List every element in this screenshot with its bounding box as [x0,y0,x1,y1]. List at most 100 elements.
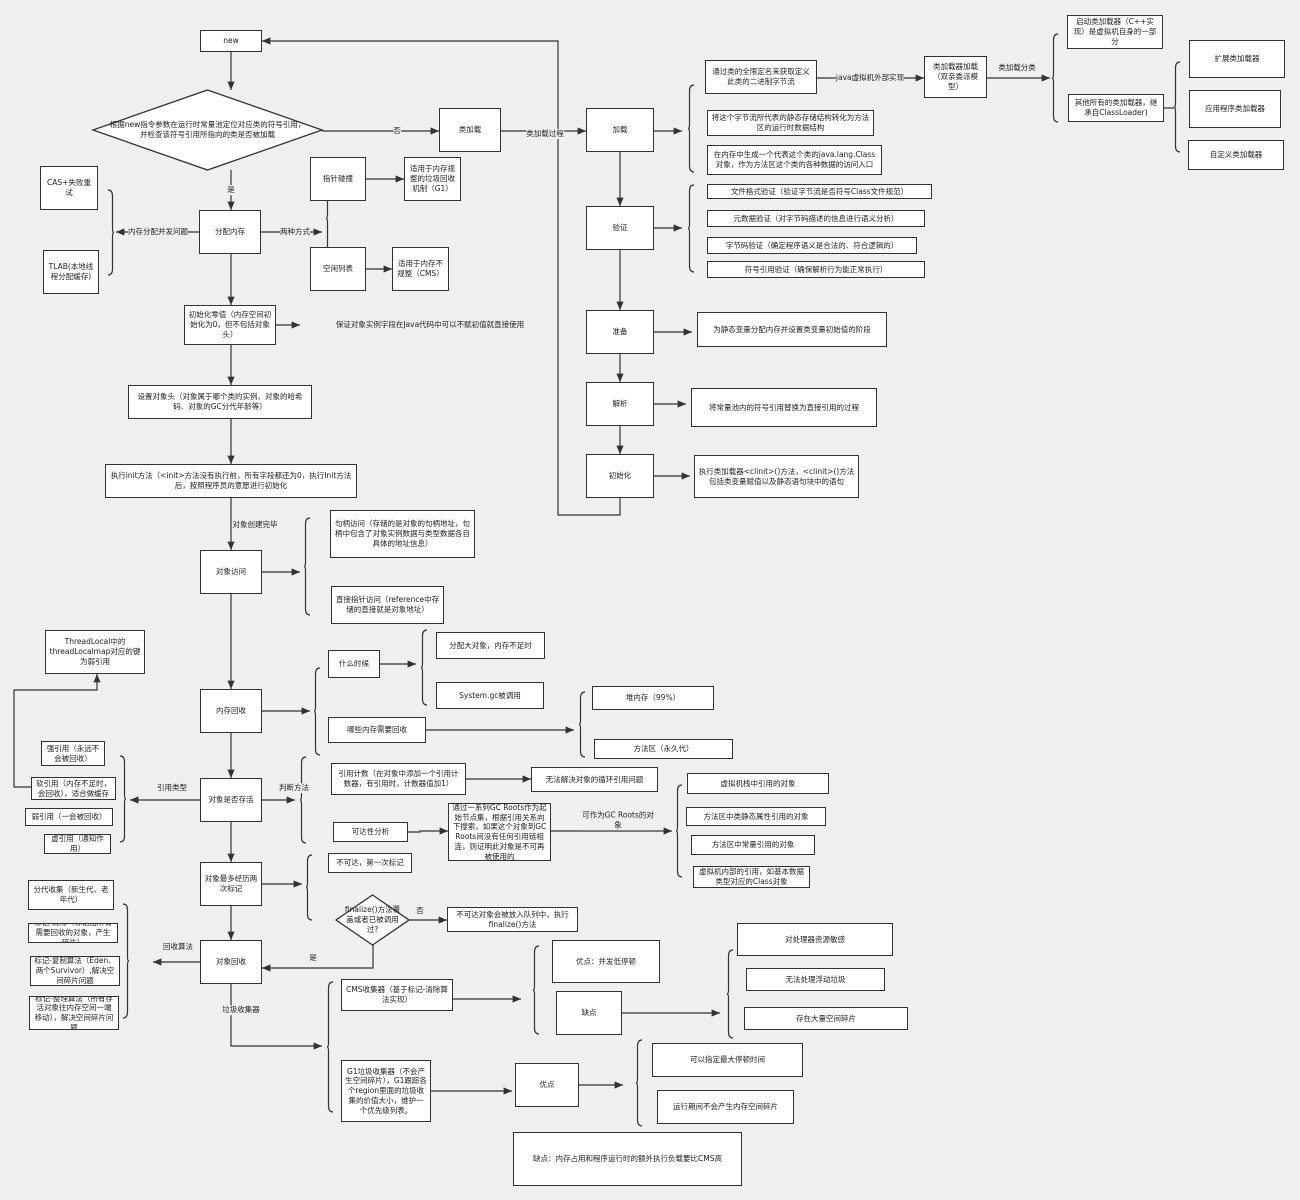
node-cms-con1: 对处理器资源敏感 [737,923,893,956]
edge-label-gcroots: 可作为GC Roots的对象 [582,810,654,830]
node-text: 无法处理浮动垃圾 [785,974,846,984]
node-text: new [223,36,239,46]
node-text: 空闲列表 [323,264,353,274]
node-cms-con3: 存在大量空间碎片 [744,1007,908,1030]
node-soft: 软引用（内存不足时，会回收），适合做缓存 [31,777,116,800]
node-text: 可以指定最大停顿时间 [690,1055,765,1065]
edge-label-created: 对象创建完毕 [232,520,278,530]
node-text: 启动类加载器（C++实现）是虚拟机自身的一部分 [1073,17,1157,46]
node-text: 弱引用（一会被回收） [31,812,107,822]
node-markcopy: 标记-复制算法（Eden、两个Survivor）,解决空间碎片问题 [30,956,120,986]
node-weak: 弱引用（一会被回收） [25,808,113,826]
brace-connector [313,667,321,756]
node-zero: 初始化零值（内存空间初始化为0，但不包括对象头） [184,305,276,345]
node-text: 元数据验证（对字节码描述的信息进行语义分析） [733,213,899,223]
node-root3: 方法区中常量引用的对象 [691,835,815,855]
node-root1: 虚拟机栈中引用的对象 [687,773,829,794]
node-check: 根据new指令参数在运行时常量池定位对应类的符号引用，并检查该符号引用所指向的类… [93,90,322,170]
brace-connector [119,755,127,843]
node-app: 应用程序类加载器 [1189,90,1281,128]
node-g1-pro1: 可以指定最大停顿时间 [652,1043,803,1077]
node-load3: 在内存中生成一个代表这个类的java.lang.Class对象，作为方法区这个类… [707,145,882,175]
node-v2: 元数据验证（对字节码描述的信息进行语义分析） [707,210,925,227]
node-strong: 强引用（永远不会被回收） [41,741,105,766]
node-ext: 扩展类加载器 [1189,40,1285,78]
node-loader: 类加载器加载（双亲委派模型） [924,56,987,98]
node-prepare-note: 为静态变量分配内存并设置类变量初始值的阶段 [697,312,887,347]
node-text: 存在大量空间碎片 [796,1013,856,1023]
brace-connector [107,189,115,276]
node-load1: 通过类的全限定名来获取定义此类的二进制字节流 [705,60,817,94]
node-text: 堆内存（99%） [625,693,681,703]
node-text: 符号引用验证（确保解析行为能正常执行） [744,264,888,274]
node-text: 软引用（内存不足时，会回收），适合做缓存 [36,778,111,798]
node-text: ThreadLocal中的threadLocalmap对应的键为弱引用 [49,637,141,666]
node-text: 对象是否存活 [208,795,254,805]
node-text: 扩展类加载器 [1214,54,1260,64]
connector-arrow [408,827,448,835]
node-text: 将常量池内的符号引用替换为直接引用的过程 [709,402,859,412]
node-text: 设置对象头（对象属于哪个类的实例、对象的哈希码、对象的GC分代年龄等） [137,392,303,411]
node-text: 保证对象实例字段在Java代码中可以不赋初值就直接使用 [335,320,525,330]
node-method-area: 方法区（永久代） [594,739,733,759]
node-text: 自定义类加载器 [1209,150,1263,160]
node-text: 标记-整理算法（所有存活对象往内存空间一端移动），解决空间碎片问题 [34,996,114,1030]
node-g1-pro2: 运行期间不会产生内存空间碎片 [657,1090,794,1124]
node-text: 在内存中生成一个代表这个类的java.lang.Class对象，作为方法区这个类… [713,150,876,169]
node-text: 通过类的全限定名来获取定义此类的二进制字节流 [712,67,810,86]
node-cms-pro: 优点：并发低停顿 [552,940,660,983]
node-text: 类加载 [458,125,482,135]
node-reach: 可达性分析 [333,822,408,842]
node-text: TLAB(本地线程分配缓存) [48,262,94,281]
node-text: 缺点 [581,1008,597,1018]
node-text: 句柄访问（存储的是对象的句柄地址，句柄中包含了对象实例数据与类型数据各自具体的地… [335,519,470,548]
node-firstmark: 不可达，第一次标记 [328,853,412,873]
node-text: 为静态变量分配内存并设置类变量初始值的阶段 [713,324,871,334]
node-text: 加载 [612,125,628,135]
edge-label-concurrency: 内存分配并发问题 [128,227,188,237]
brace-connector [635,1039,643,1127]
edge-label-no2: 否 [416,906,424,916]
brace-connector [1051,33,1059,123]
node-heap: 堆内存（99%） [592,686,714,710]
brace-connector [532,945,540,1035]
node-g1: G1垃圾收集器（不会产生空间碎片），G1跟踪各个region里面的垃圾收集的价值… [341,1060,431,1122]
edge-label-judge: 判断方法 [279,783,309,793]
node-gen: 分代收集（新生代、老年代） [28,880,114,910]
edge-label-loader-cat: 类加载分类 [998,63,1036,73]
node-text: 根据new指令参数在运行时常量池定位对应类的符号引用，并检查该符号引用所指向的类… [109,120,306,139]
node-text: 解析 [612,399,628,409]
node-text: 标记-复制算法（Eden、两个Survivor）,解决空间碎片问题 [34,956,116,985]
node-classload: 类加载 [439,108,501,152]
node-g1-pro: 优点 [515,1063,579,1107]
node-alloc: 分配内存 [199,210,261,254]
node-sysgc: System.gc被调用 [436,682,544,709]
node-text: 运行期间不会产生内存空间碎片 [673,1102,778,1112]
node-cms: CMS收集器（基于标记-清除算法实现） [341,979,453,1011]
node-text: 可达性分析 [351,827,390,837]
edge-label-collector: 垃圾收集器 [222,1005,260,1015]
node-text: 验证 [612,223,628,233]
node-init: 执行init方法（<init>方法没有执行前，所有字段都还为0，执行Init方法… [105,464,357,498]
node-text: 不可达，第一次标记 [336,858,404,868]
node-freelist-note: 适用于内存不规整（CMS） [392,247,449,291]
node-clinit: 初始化 [586,454,654,498]
node-text: 指针碰撞 [323,174,353,184]
node-freelist: 空闲列表 [310,247,366,291]
node-text: 执行类加载器<clinit>()方法，<clinit>()方法包括类变量赋值以及… [698,466,855,486]
node-text: 无法解决对象的循环引用问题 [545,774,644,784]
node-gc: 内存回收 [200,689,262,733]
node-cms-con: 缺点 [556,991,622,1035]
node-text: 适用于内存规整的垃圾回收机制（G1） [410,164,455,193]
brace-connector [122,903,130,1019]
node-text: 类加载器加载（双亲委派模型） [933,62,978,91]
node-text: 标记-清除（标记出所有需要回收的对象，产生碎片） [34,924,112,943]
node-bootstrap: 启动类加载器（C++实现）是虚拟机自身的一部分 [1067,15,1163,49]
node-handle: 句柄访问（存储的是对象的句柄地址，句柄中包含了对象实例数据与类型数据各自具体的地… [330,510,475,558]
edge-label-yes1: 是 [227,185,235,195]
edge-label-jvm-ext: java虚拟机外部实现 [835,73,905,83]
node-markcompact: 标记-整理算法（所有存活对象往内存空间一端移动），解决空间碎片问题 [29,996,119,1030]
node-text: 不可达对象会被放入队列中，执行finalize()方法 [456,909,569,929]
node-resolve: 解析 [586,382,654,426]
node-text: 分配内存 [215,227,245,237]
